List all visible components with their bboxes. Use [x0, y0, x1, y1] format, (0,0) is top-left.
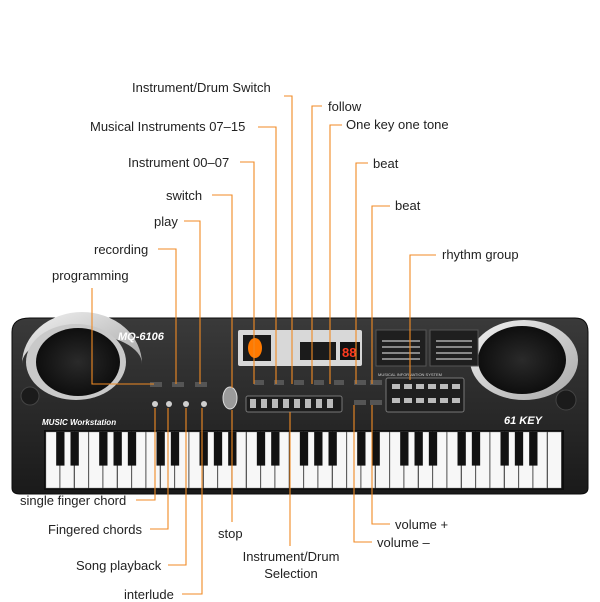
- model-name: MQ-6106: [118, 331, 165, 343]
- black-key: [70, 432, 79, 466]
- black-key: [428, 432, 438, 466]
- leader-single-finger-chord: [136, 408, 156, 501]
- label-switch: switch: [166, 188, 203, 203]
- black-key: [371, 432, 380, 466]
- label-volume-plus: volume +: [395, 517, 449, 532]
- leader-instruments-07-15: [258, 126, 277, 384]
- label-instrument-drum-selection: Instrument/Drum Selection: [226, 549, 356, 581]
- black-key: [156, 432, 165, 466]
- label-musical-instruments-07-15: Musical Instruments 07–15: [90, 119, 246, 134]
- leader-play: [184, 220, 201, 384]
- label-recording: recording: [94, 242, 149, 257]
- black-key: [400, 432, 409, 466]
- label-follow: follow: [328, 99, 362, 114]
- leader-follow: [311, 105, 322, 384]
- leader-rhythm-group: [409, 254, 436, 380]
- label-stop: stop: [218, 526, 243, 541]
- leader-recording: [158, 248, 177, 384]
- volume-buttons: [354, 380, 382, 405]
- label-instrument-drum-selection-line1: Instrument/Drum: [242, 549, 340, 564]
- label-volume-minus: volume –: [377, 535, 430, 550]
- leader-fingered-chords: [150, 408, 169, 530]
- black-key: [457, 432, 466, 466]
- leader-one-key-one-tone: [329, 124, 342, 384]
- leader-beat-1: [355, 162, 368, 384]
- rhythm-group-buttons: [385, 377, 465, 413]
- label-rhythm-group: rhythm group: [442, 247, 519, 262]
- label-fingered-chords: Fingered chords: [48, 522, 142, 537]
- black-key: [500, 432, 509, 466]
- music-workstation-label: MUSIC Workstation: [42, 418, 116, 427]
- label-instrument-drum-switch: Instrument/Drum Switch: [132, 80, 271, 95]
- black-key: [99, 432, 108, 466]
- label-song-playback: Song playback: [76, 558, 162, 573]
- leader-instruments-00-07: [240, 161, 255, 384]
- label-one-key-one-tone: One key one tone: [346, 117, 449, 132]
- leader-volume-minus: [353, 405, 372, 543]
- black-key: [328, 432, 337, 466]
- leader-interlude: [182, 408, 203, 595]
- black-key: [529, 432, 538, 466]
- tone-rhythm-lists: MUSICAL INFORMATION SYSTEM: [375, 329, 479, 377]
- black-key: [414, 432, 423, 466]
- black-key: [199, 432, 208, 466]
- key-count-label: 61 KEY: [504, 415, 544, 427]
- black-key: [256, 432, 266, 466]
- label-beat-2: beat: [395, 198, 421, 213]
- label-instrument-drum-selection-line2: Selection: [264, 566, 318, 581]
- black-key: [271, 432, 280, 466]
- lcd-display-panel: 88: [238, 330, 362, 366]
- black-key: [357, 432, 366, 466]
- function-button-row: [150, 382, 238, 410]
- right-speaker: [470, 320, 578, 411]
- leader-lines: [91, 95, 436, 595]
- leader-song-playback: [168, 408, 187, 566]
- black-key: [514, 432, 524, 466]
- label-beat-1: beat: [373, 156, 399, 171]
- leader-instrument-drum-switch: [284, 95, 293, 384]
- black-key: [113, 432, 122, 466]
- leader-switch: [212, 194, 233, 388]
- black-key: [471, 432, 481, 466]
- label-play: play: [154, 214, 178, 229]
- display-readout: 88: [342, 345, 356, 360]
- label-interlude: interlude: [124, 587, 174, 602]
- label-programming: programming: [52, 268, 129, 283]
- leader-beat-2: [371, 205, 390, 384]
- black-key: [127, 432, 137, 466]
- black-key: [56, 432, 65, 466]
- black-key: [170, 432, 180, 466]
- instrument-selection-buttons: [245, 380, 344, 413]
- label-single-finger-chord: single finger chord: [20, 493, 127, 508]
- leader-volume-plus: [371, 405, 390, 525]
- black-key: [314, 432, 323, 466]
- black-key: [213, 432, 223, 466]
- white-key: [547, 431, 562, 489]
- leader-programming: [91, 288, 154, 385]
- left-speaker: [20, 312, 142, 406]
- label-instrument-00-07: Instrument 00–07: [128, 155, 230, 170]
- black-key: [299, 432, 309, 466]
